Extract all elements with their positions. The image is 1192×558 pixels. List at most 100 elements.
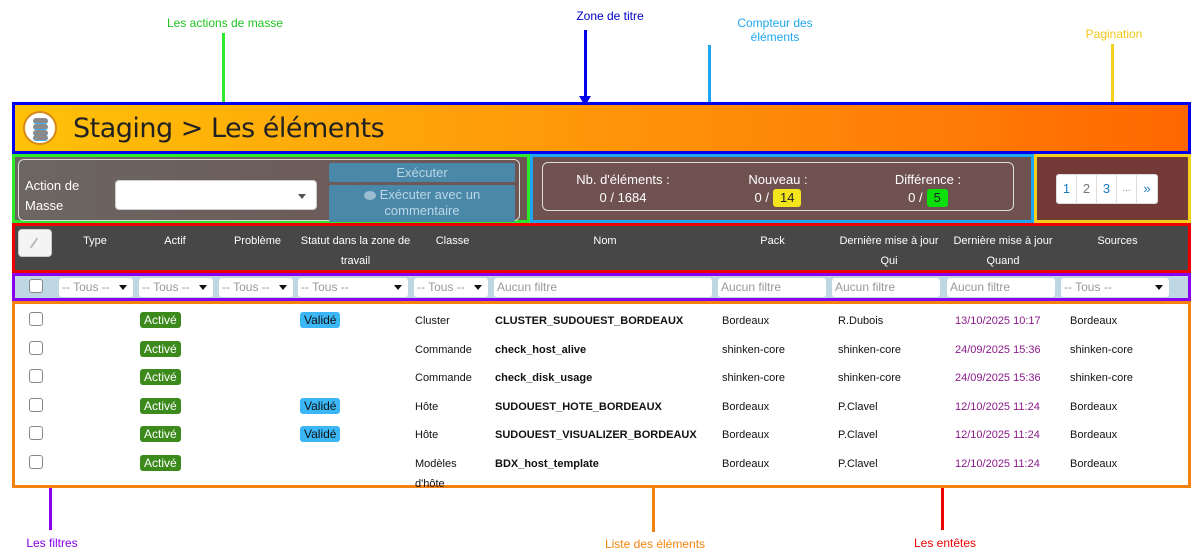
header-actif[interactable]: Actif [164, 235, 186, 247]
chevron-down-icon [1155, 285, 1163, 290]
annotation-counter-line2: éléments [750, 30, 800, 44]
annotation-line [1111, 44, 1114, 149]
annotation-pagination: Pagination [1085, 27, 1143, 41]
row-pack: Bordeaux [722, 401, 770, 413]
page-ellipsis[interactable]: ... [1117, 175, 1137, 203]
row-sources: Bordeaux [1070, 429, 1118, 441]
row-nom[interactable]: check_host_alive [495, 344, 587, 356]
filter-type-value: -- Tous -- [62, 280, 110, 294]
filter-statut[interactable]: -- Tous -- [298, 278, 408, 297]
page-next[interactable]: » [1143, 181, 1151, 196]
row-checkbox[interactable] [29, 369, 43, 383]
row-classe-line1: Cluster [415, 315, 450, 327]
chevron-down-icon [279, 285, 287, 290]
header-nom[interactable]: Nom [593, 235, 617, 247]
filter-nom[interactable]: Aucun filtre [494, 278, 712, 297]
row-pack: Bordeaux [722, 429, 770, 441]
row-classe-line1: Commande [415, 344, 472, 356]
annotation-filters: Les filtres [26, 536, 78, 550]
filter-pack[interactable]: Aucun filtre [718, 278, 826, 297]
row-classe: Hôte [415, 428, 438, 448]
select-all-checkbox[interactable] [29, 279, 43, 293]
header-type[interactable]: Type [83, 235, 107, 247]
filter-qui[interactable]: Aucun filtre [832, 278, 940, 297]
filter-quand[interactable]: Aucun filtre [947, 278, 1055, 297]
row-nom[interactable]: BDX_host_template [495, 458, 599, 470]
row-pack: shinken-core [722, 372, 785, 384]
annotation-headers: Les entêtes [913, 536, 977, 550]
filter-sources[interactable]: -- Tous -- [1061, 278, 1169, 297]
filter-actif[interactable]: -- Tous -- [139, 278, 213, 297]
row-quand: 12/10/2025 11:24 [955, 458, 1040, 470]
row-nom[interactable]: check_disk_usage [495, 372, 593, 384]
page-2[interactable]: 2 [1077, 175, 1097, 203]
row-classe-line1: Hôte [415, 429, 439, 441]
header-classe[interactable]: Classe [435, 235, 470, 247]
annotation-arrow [579, 96, 591, 106]
row-quand: 12/10/2025 11:24 [955, 401, 1040, 413]
row-classe: Hôte [415, 400, 438, 420]
title-zone: Staging > Les éléments [12, 102, 1191, 154]
filter-probleme[interactable]: -- Tous -- [219, 278, 293, 297]
row-qui: shinken-core [838, 372, 901, 384]
chevron-down-icon [199, 285, 207, 290]
filter-classe[interactable]: -- Tous -- [414, 278, 488, 297]
execute-button[interactable]: Exécuter [329, 163, 515, 182]
header-pack[interactable]: Pack [760, 235, 785, 247]
header-statut-line1: Statut dans la zone de [300, 235, 411, 247]
annotation-title-zone: Zone de titre [576, 9, 644, 23]
row-checkbox[interactable] [29, 312, 43, 326]
header-sources[interactable]: Sources [1097, 235, 1138, 247]
row-quand: 24/09/2025 15:36 [955, 344, 1041, 356]
status-badge: Validé [300, 426, 341, 442]
header-statut[interactable]: Statut dans la zone de travail [298, 231, 413, 271]
page-title: Staging > Les éléments [73, 112, 385, 144]
annotation-line [708, 45, 711, 153]
annotation-line [652, 470, 655, 532]
chevron-down-icon [119, 285, 127, 290]
counter-total: Nb. d'éléments : 0 / 1684 [573, 171, 673, 207]
page-1[interactable]: 1 [1057, 175, 1077, 203]
row-checkbox[interactable] [29, 455, 43, 469]
row-classe-line2: d'hôte [415, 478, 445, 490]
element-counter-panel: Nb. d'éléments : 0 / 1684 Nouveau : 0 /1… [542, 162, 1014, 211]
header-quand-line1: Dernière mise à jour [953, 235, 1053, 247]
row-classe: Commande [415, 343, 472, 363]
row-nom[interactable]: CLUSTER_SUDOUEST_BORDEAUX [495, 315, 684, 327]
active-badge: Activé [140, 398, 181, 414]
row-checkbox[interactable] [29, 341, 43, 355]
filter-type[interactable]: -- Tous -- [59, 278, 133, 297]
row-qui: P.Clavel [838, 401, 878, 413]
row-sources: Bordeaux [1070, 458, 1118, 470]
row-sources: shinken-core [1070, 372, 1133, 384]
pagination: 1 2 3 ... » [1056, 174, 1158, 204]
status-badge: Validé [300, 312, 341, 328]
row-nom[interactable]: SUDOUEST_VISUALIZER_BORDEAUX [495, 429, 697, 441]
counter-new-badge[interactable]: 14 [773, 189, 802, 207]
row-sources: shinken-core [1070, 344, 1133, 356]
counter-diff-badge[interactable]: 5 [926, 189, 948, 207]
mass-action-select[interactable] [115, 180, 317, 210]
row-checkbox[interactable] [29, 398, 43, 412]
page-3[interactable]: 3 [1097, 175, 1117, 203]
counter-diff-label: Différence : [894, 172, 962, 187]
active-badge: Activé [140, 455, 181, 471]
header-quand[interactable]: Dernière mise à jour Quand [947, 231, 1059, 271]
counter-new-label: Nouveau : [748, 172, 808, 187]
row-pack: Bordeaux [722, 458, 770, 470]
row-checkbox[interactable] [29, 426, 43, 440]
chevron-down-icon [394, 285, 402, 290]
header-probleme[interactable]: Problème [233, 235, 282, 247]
header-qui[interactable]: Dernière mise à jour Qui [833, 231, 945, 271]
clear-filters-button[interactable] [18, 229, 52, 257]
row-nom[interactable]: SUDOUEST_HOTE_BORDEAUX [495, 401, 662, 413]
execute-with-comment-button[interactable]: Exécuter avec un commentaire [329, 185, 515, 222]
header-qui-line2: Qui [880, 255, 898, 267]
